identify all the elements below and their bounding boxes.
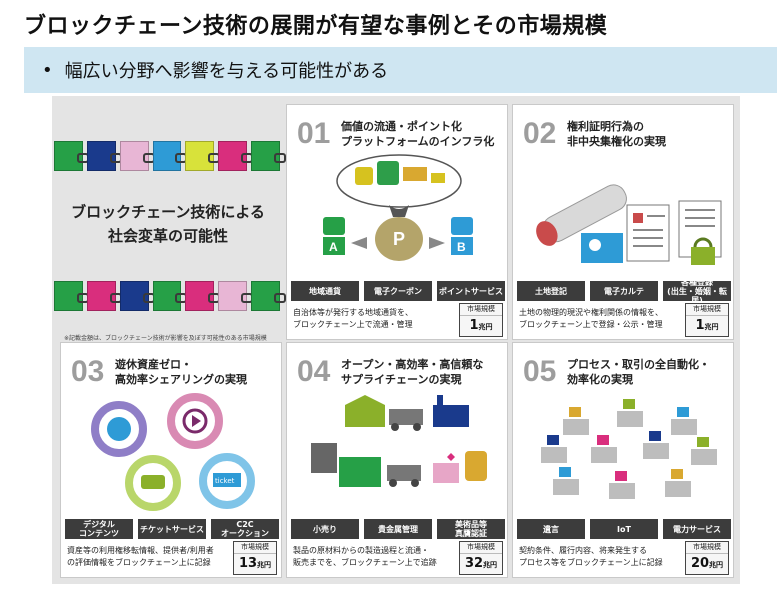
chain-block (54, 281, 89, 311)
tag-point-service: ポイントサービス (437, 281, 505, 301)
case-description: 土地の物理的現況や権利関係の情報を、 ブロックチェーン上で登録・公示・管理 (519, 308, 663, 329)
tag-e-medical-record: 電子カルテ (590, 281, 658, 301)
case-title: 価値の流通・ポイント化 プラットフォームのインフラ化 (341, 120, 495, 148)
tag-precious-metals: 貴金属管理 (364, 519, 432, 539)
case-card-02: 02 権利証明行為の 非中央集権化の実現 土地登記 電子カルテ 各 (512, 104, 734, 340)
market-size-badge: 市場規模 20兆円 (685, 541, 729, 575)
chain-block (152, 141, 188, 171)
tag-c2c-auction: C2C オークション (211, 519, 279, 539)
currency-flow-illustration: P A B (323, 154, 473, 261)
ticket-label: ticket (215, 477, 235, 485)
bullet: • (42, 59, 53, 81)
chain-block (54, 141, 89, 171)
intro-block: ブロックチェーン技術による 社会変革の可能性 ※記載金額は、ブロックチェーン技術… (52, 96, 286, 342)
case-title: 権利証明行為の 非中央集権化の実現 (567, 120, 666, 148)
market-size-badge: 市場規模 1兆円 (459, 303, 503, 337)
blockchain-chain-bottom (54, 280, 286, 312)
tag-power-service: 電力サービス (663, 519, 731, 539)
chain-block (86, 281, 122, 311)
banner-text: 幅広い分野へ影響を与える可能性がある (64, 61, 389, 82)
case-card-05: 05 プロセス・取引の全自動化・ 効率化の実現 遺言 IoT 電力サービス 契約… (512, 342, 734, 578)
case-number: 01 (297, 117, 331, 150)
tag-digital-content: デジタル コンテンツ (65, 519, 133, 539)
blockchain-chain-top (54, 140, 286, 172)
case-description: 自治体等が発行する地域通貨を、 ブロックチェーン上で流通・管理 (293, 308, 413, 329)
case-title: オープン・高効率・高信頼な サプライチェーンの実現 (341, 358, 484, 386)
chain-block (119, 281, 155, 311)
document-certificate-illustration (536, 184, 722, 265)
chain-block (251, 281, 286, 311)
node-b-label: B (457, 240, 466, 254)
chain-block (185, 141, 221, 171)
case-number: 02 (523, 117, 557, 150)
tag-e-coupon: 電子クーポン (364, 281, 432, 301)
chain-block (251, 141, 286, 171)
infographic-panel: ブロックチェーン技術による 社会変革の可能性 ※記載金額は、ブロックチェーン技術… (52, 96, 740, 584)
tag-local-currency: 地域通貨 (291, 281, 359, 301)
case-number: 04 (297, 355, 331, 388)
case-description: 資産等の利用権移転情報、提供者/利用者 の評価情報をブロックチェーン上に記録 (67, 546, 214, 567)
case-description: 製品の原材料からの製造過程と流通・ 販売までを、ブロックチェーン上で追跡 (293, 546, 437, 567)
market-size-badge: 市場規模 1兆円 (685, 303, 729, 337)
case-number: 03 (71, 355, 105, 388)
chain-block (86, 141, 122, 171)
tag-will: 遺言 (517, 519, 585, 539)
case-card-03: 03 遊休資産ゼロ・ 高効率シェアリングの実現 ticket デジタル コンテン… (60, 342, 282, 578)
point-label: P (393, 229, 405, 249)
intro-footnote: ※記載金額は、ブロックチェーン技術が影響を及ぼす可能性のある市場規模 (64, 335, 267, 342)
tag-ticket-service: チケットサービス (138, 519, 206, 539)
chain-block (152, 281, 188, 311)
chain-block (185, 281, 221, 311)
chain-block (119, 141, 155, 171)
intro-heading: ブロックチェーン技術による 社会変革の可能性 (71, 203, 265, 245)
sharing-cycle-illustration: ticket (91, 393, 255, 511)
page-title: ブロックチェーン技術の展開が有望な事例とその市場規模 (24, 14, 608, 39)
case-card-01: 01 価値の流通・ポイント化 プラットフォームのインフラ化 P A B 地域通貨… (286, 104, 508, 340)
tag-retail: 小売り (291, 519, 359, 539)
case-number: 05 (523, 355, 557, 388)
case-title: 遊休資産ゼロ・ 高効率シェアリングの実現 (115, 358, 247, 386)
tag-registrations: 各種登録 (出生・婚姻・転居) (663, 278, 731, 305)
market-size-badge: 市場規模 32兆円 (459, 541, 503, 575)
chain-block (218, 141, 253, 171)
automation-network-illustration (541, 399, 717, 499)
summary-banner: • 幅広い分野へ影響を与える可能性がある (24, 47, 777, 93)
case-description: 契約条件、履行内容、将来発生する プロセス等をブロックチェーン上に記録 (519, 546, 663, 567)
case-title: プロセス・取引の全自動化・ 効率化の実現 (567, 358, 710, 386)
chain-block (218, 281, 253, 311)
supply-chain-illustration (311, 395, 487, 487)
tag-land-registry: 土地登記 (517, 281, 585, 301)
node-a-label: A (329, 240, 338, 254)
case-card-04: 04 オープン・高効率・高信頼な サプライチェーンの実現 小売り 貴金属管理 美… (286, 342, 508, 578)
tag-iot: IoT (590, 519, 658, 539)
tag-art-authentication: 美術品等 真贋認証 (437, 519, 505, 539)
market-size-badge: 市場規模 13兆円 (233, 541, 277, 575)
